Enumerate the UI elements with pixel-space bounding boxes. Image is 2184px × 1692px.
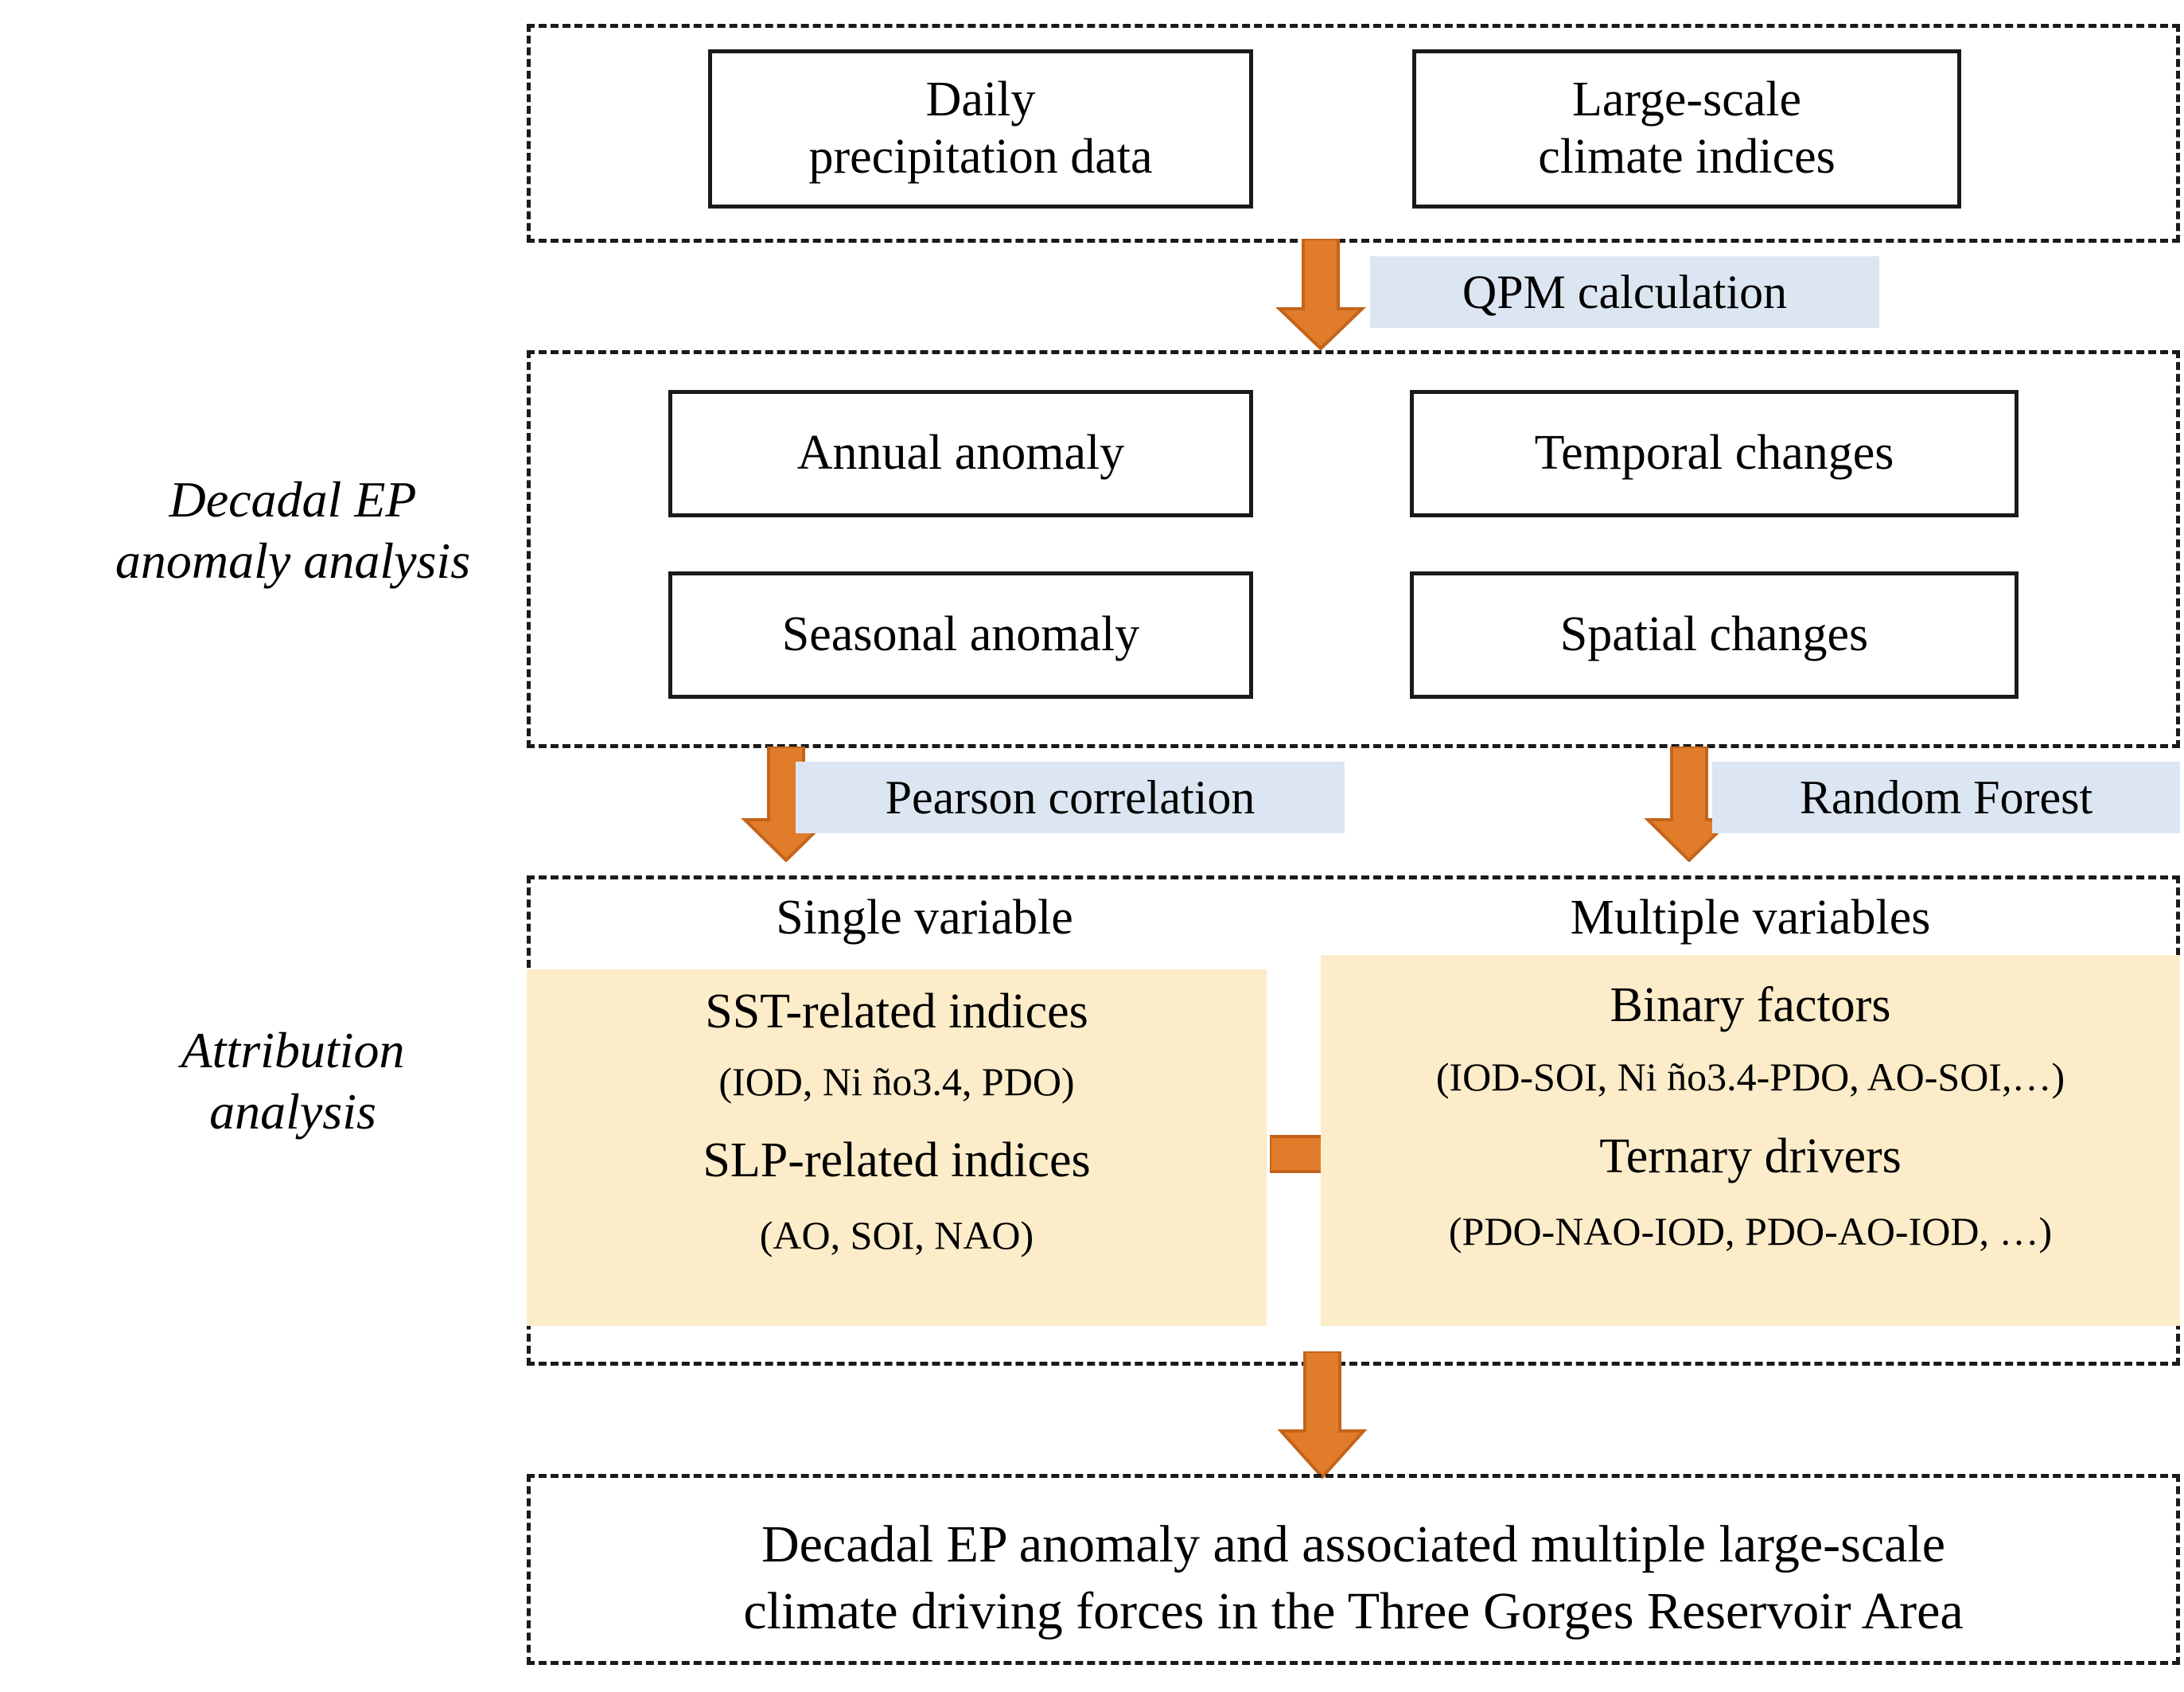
single-variable-heading: Single variable: [527, 890, 1322, 946]
spatial-changes-label: Spatial changes: [1559, 607, 1869, 662]
single-variable-panel: SST-related indices (IOD, Ni ño3.4, PDO)…: [527, 969, 1267, 1326]
multiple-variables-panel: Binary factors (IOD-SOI, Ni ño3.4-PDO, A…: [1321, 955, 2180, 1326]
seasonal-anomaly-box: Seasonal anomaly: [668, 571, 1253, 699]
single-variable-line-1: SST-related indices: [705, 984, 1088, 1039]
annual-anomaly-label: Annual anomaly: [796, 426, 1125, 481]
daily-precipitation-line2: precipitation data: [808, 130, 1153, 184]
pearson-correlation-label: Pearson correlation: [885, 771, 1256, 824]
decadal-analysis-group: [527, 350, 2180, 748]
random-forest-tag: Random Forest: [1712, 762, 2180, 833]
conclusion-group: Decadal EP anomaly and associated multip…: [527, 1474, 2180, 1665]
multiple-variables-line-3: Ternary drivers: [1599, 1129, 1902, 1183]
single-variable-line-3: SLP-related indices: [703, 1133, 1091, 1187]
single-variable-heading-label: Single variable: [776, 891, 1073, 945]
climate-indices-box: Large-scale climate indices: [1412, 49, 1961, 209]
multiple-variables-heading-label: Multiple variables: [1570, 891, 1931, 945]
conclusion-line2: climate driving forces in the Three Gorg…: [743, 1582, 1964, 1641]
spatial-changes-box: Spatial changes: [1410, 571, 2019, 699]
qpm-calculation-label: QPM calculation: [1462, 266, 1788, 318]
multiple-variables-heading: Multiple variables: [1321, 890, 2180, 946]
stage-label-attribution: Attribution analysis: [78, 1020, 508, 1143]
qpm-calculation-tag: QPM calculation: [1370, 256, 1879, 328]
single-variable-line-4: (AO, SOI, NAO): [759, 1213, 1034, 1257]
conclusion-text: Decadal EP anomaly and associated multip…: [531, 1511, 2176, 1646]
climate-indices-line2: climate indices: [1538, 130, 1836, 184]
stage-label-decadal-line1: Decadal EP: [169, 471, 417, 528]
multiple-variables-line-2: (IOD-SOI, Ni ño3.4-PDO, AO-SOI,…): [1435, 1055, 2065, 1099]
conclusion-line1: Decadal EP anomaly and associated multip…: [761, 1515, 1946, 1573]
single-variable-line-2: (IOD, Ni ño3.4, PDO): [718, 1059, 1075, 1104]
climate-indices-line1: Large-scale: [1571, 72, 1801, 127]
temporal-changes-label: Temporal changes: [1534, 426, 1894, 481]
multiple-variables-line-4: (PDO-NAO-IOD, PDO-AO-IOD, …): [1448, 1209, 2053, 1253]
stage-label-attribution-line2: analysis: [209, 1082, 376, 1140]
temporal-changes-box: Temporal changes: [1410, 390, 2019, 517]
qpm-arrow-icon: [1275, 239, 1366, 350]
random-forest-label: Random Forest: [1799, 771, 2093, 824]
daily-precipitation-box: Daily precipitation data: [708, 49, 1253, 209]
multiple-variables-line-1: Binary factors: [1610, 978, 1891, 1032]
annual-anomaly-box: Annual anomaly: [668, 390, 1253, 517]
stage-label-decadal-line2: anomaly analysis: [115, 532, 471, 589]
stage-label-decadal: Decadal EP anomaly analysis: [78, 470, 508, 592]
seasonal-anomaly-label: Seasonal anomaly: [781, 607, 1140, 662]
daily-precipitation-line1: Daily: [925, 72, 1036, 127]
pearson-correlation-tag: Pearson correlation: [796, 762, 1345, 833]
stage-label-attribution-line1: Attribution: [181, 1022, 405, 1078]
conclusion-arrow-icon: [1277, 1351, 1368, 1479]
